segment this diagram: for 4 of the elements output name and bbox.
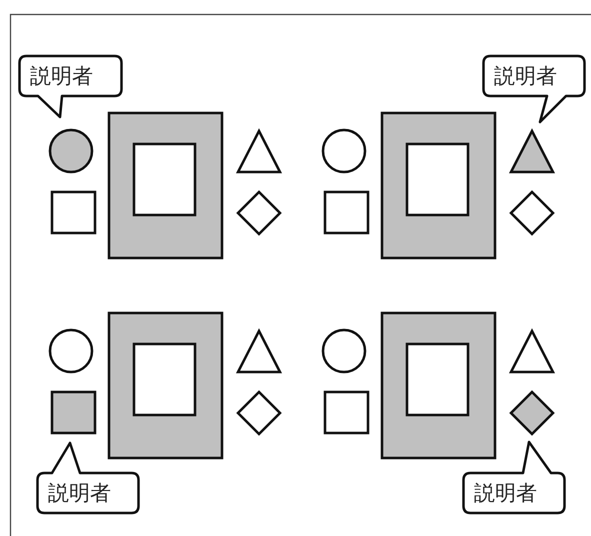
callout-label: 説明者 [474, 483, 537, 504]
callout-label: 説明者 [48, 483, 111, 504]
callout-label: 説明者 [494, 66, 557, 87]
callout-label: 説明者 [30, 66, 93, 87]
